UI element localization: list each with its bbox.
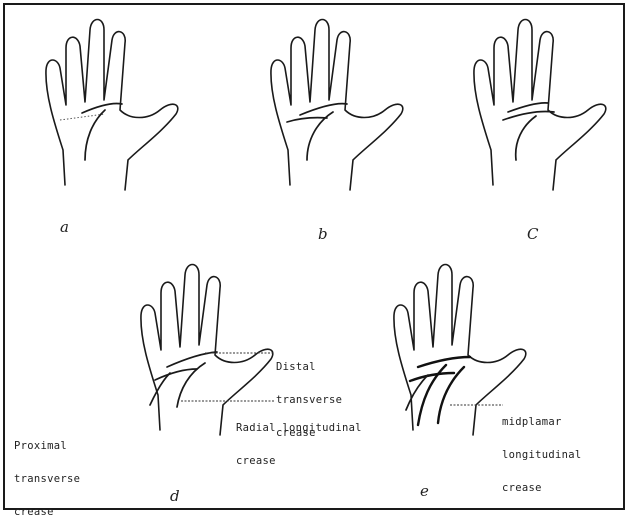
radial-longitudinal-crease bbox=[438, 367, 464, 423]
label-line: Radial longitudinal bbox=[236, 423, 362, 434]
hand-diagram-a bbox=[30, 10, 190, 200]
panel-label-e: e bbox=[420, 482, 429, 500]
label-line: crease bbox=[14, 507, 80, 515]
distal-crease bbox=[82, 103, 122, 113]
label-line: midplamar bbox=[502, 417, 581, 428]
label-radial-longitudinal-crease: Radial longitudinal crease bbox=[236, 401, 362, 489]
hand-diagram-b bbox=[255, 10, 415, 200]
panel-label-c: C bbox=[527, 225, 538, 243]
label-line: transverse bbox=[14, 474, 80, 485]
simian-crease bbox=[503, 111, 554, 120]
label-midpalmar-longitudinal-crease: midplamar longitudinal crease bbox=[502, 395, 581, 515]
label-line: Proximal bbox=[14, 441, 80, 452]
thenar-crease bbox=[516, 116, 536, 160]
label-line: longitudinal bbox=[502, 450, 581, 461]
thenar-crease bbox=[85, 110, 105, 160]
panel-label-d: d bbox=[170, 487, 180, 505]
thenar-crease bbox=[307, 112, 333, 160]
distal-crease bbox=[508, 103, 548, 112]
proximal-transverse-crease bbox=[410, 373, 454, 381]
hand-diagram-c bbox=[458, 10, 618, 200]
label-line: crease bbox=[236, 456, 362, 467]
panel-label-b: b bbox=[318, 225, 328, 243]
distal-transverse-crease bbox=[167, 352, 217, 367]
label-line: crease bbox=[502, 483, 581, 494]
label-line: Distal bbox=[276, 362, 342, 373]
distal-crease bbox=[300, 104, 347, 115]
panel-label-a: a bbox=[60, 218, 69, 236]
label-proximal-transverse-crease: Proximal transverse crease bbox=[14, 419, 80, 515]
